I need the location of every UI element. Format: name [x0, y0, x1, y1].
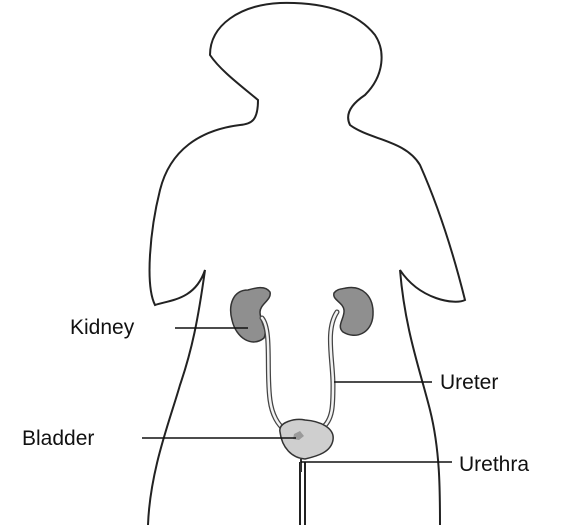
label-ureter: Ureter [440, 372, 498, 393]
left-kidney [231, 288, 271, 342]
label-bladder: Bladder [22, 428, 94, 449]
right-ureter [322, 312, 337, 428]
bladder [280, 420, 333, 460]
label-urethra: Urethra [459, 454, 529, 475]
label-kidney: Kidney [70, 317, 134, 338]
right-kidney [334, 288, 373, 336]
